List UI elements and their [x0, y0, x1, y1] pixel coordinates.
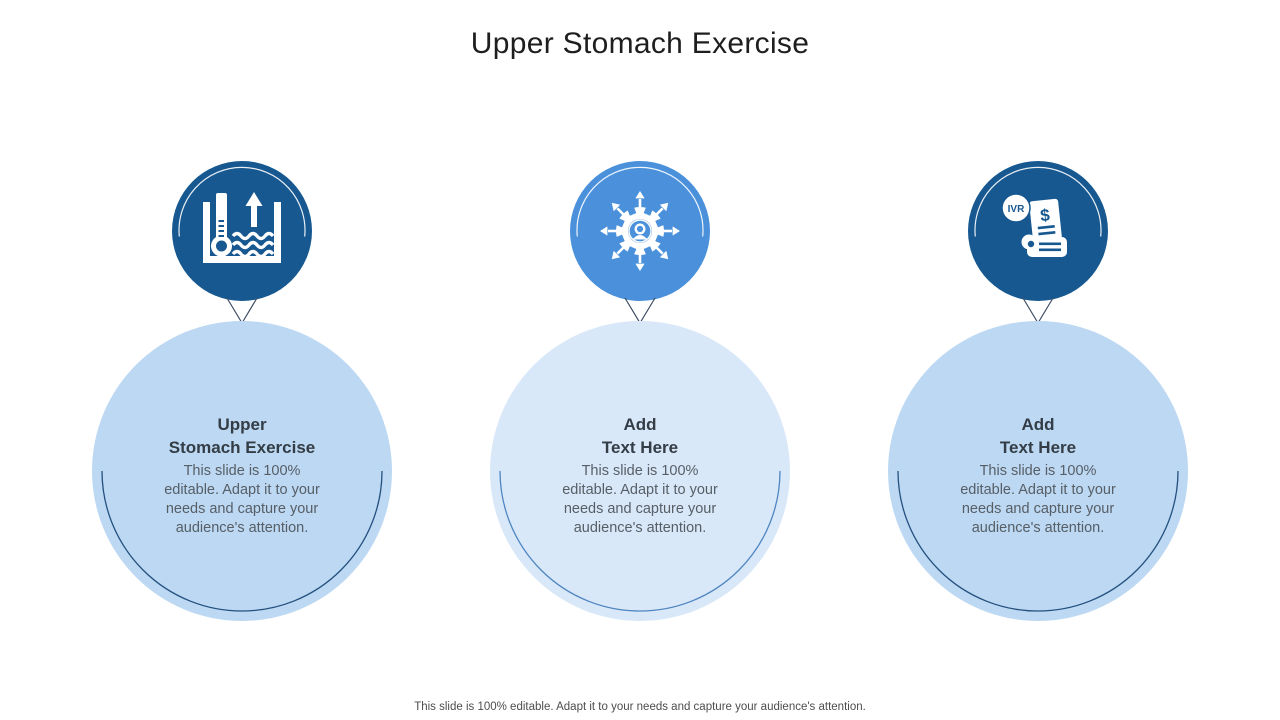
- gear-person-spread-arrows-icon: [600, 191, 680, 271]
- bubble-body-line: audience's attention.: [175, 520, 309, 536]
- content-bubble: Add Text Here This slide is 100% editabl…: [490, 321, 790, 621]
- bubble-heading: Upper Stomach Exercise: [122, 413, 362, 459]
- bubble-body-line: editable. Adapt it to your: [562, 482, 718, 498]
- bubble-body-line: editable. Adapt it to your: [164, 482, 320, 498]
- content-bubble: Add Text Here This slide is 100% editabl…: [888, 321, 1188, 621]
- bubble-heading-line: Text Here: [999, 438, 1077, 457]
- receipt-top: $: [1029, 198, 1062, 243]
- bubble-body-line: needs and capture your: [563, 501, 717, 517]
- bubble-body-line: This slide is 100%: [183, 463, 301, 479]
- slide-title: Upper Stomach Exercise: [470, 27, 810, 60]
- icon-circle: [172, 161, 312, 301]
- content-bubble: Upper Stomach Exercise This slide is 100…: [92, 321, 392, 621]
- pin-group-add-text-here-2: $ IVR: [888, 0, 1188, 720]
- bubble-body: This slide is 100% editable. Adapt it to…: [122, 462, 362, 538]
- bubble-body-line: needs and capture your: [961, 501, 1115, 517]
- bubble-heading-line: Text Here: [601, 438, 679, 457]
- bubble-body: This slide is 100% editable. Adapt it to…: [918, 462, 1158, 538]
- pin-group-add-text-here-1: Add Text Here This slide is 100% editabl…: [490, 0, 790, 720]
- bubble-body-line: This slide is 100%: [581, 463, 699, 479]
- bubble-heading-line: Add: [1021, 415, 1055, 434]
- bubble-body-line: audience's attention.: [971, 520, 1105, 536]
- bubble-heading: Add Text Here: [918, 413, 1158, 459]
- bubble-heading-line: Stomach Exercise: [168, 438, 316, 457]
- bubble-text: Add Text Here This slide is 100% editabl…: [918, 413, 1158, 538]
- bubble-body-line: needs and capture your: [165, 501, 319, 517]
- bubble-body: This slide is 100% editable. Adapt it to…: [520, 462, 760, 538]
- bubble-body-line: audience's attention.: [573, 520, 707, 536]
- bubble-text: Add Text Here This slide is 100% editabl…: [520, 413, 760, 538]
- ivr-badge-label: IVR: [1008, 204, 1025, 215]
- pin-group-upper-stomach-exercise: Upper Stomach Exercise This slide is 100…: [92, 0, 392, 720]
- bubble-body-line: This slide is 100%: [979, 463, 1097, 479]
- icon-circle: $ IVR: [968, 161, 1108, 301]
- bubble-heading: Add Text Here: [520, 413, 760, 459]
- icon-circle: [570, 161, 710, 301]
- bubble-heading-line: Add: [623, 415, 657, 434]
- ivr-receipt-dollar-icon: $ IVR: [1001, 193, 1067, 257]
- thermometer-water-level-icon: [203, 192, 281, 263]
- slide-footer-note: This slide is 100% editable. Adapt it to…: [414, 701, 866, 713]
- water-waves: [231, 231, 275, 259]
- bubble-text: Upper Stomach Exercise This slide is 100…: [122, 413, 362, 538]
- bubble-heading-line: Upper: [217, 415, 267, 434]
- bubble-body-line: editable. Adapt it to your: [960, 482, 1116, 498]
- receipt-bottom: [1027, 237, 1067, 257]
